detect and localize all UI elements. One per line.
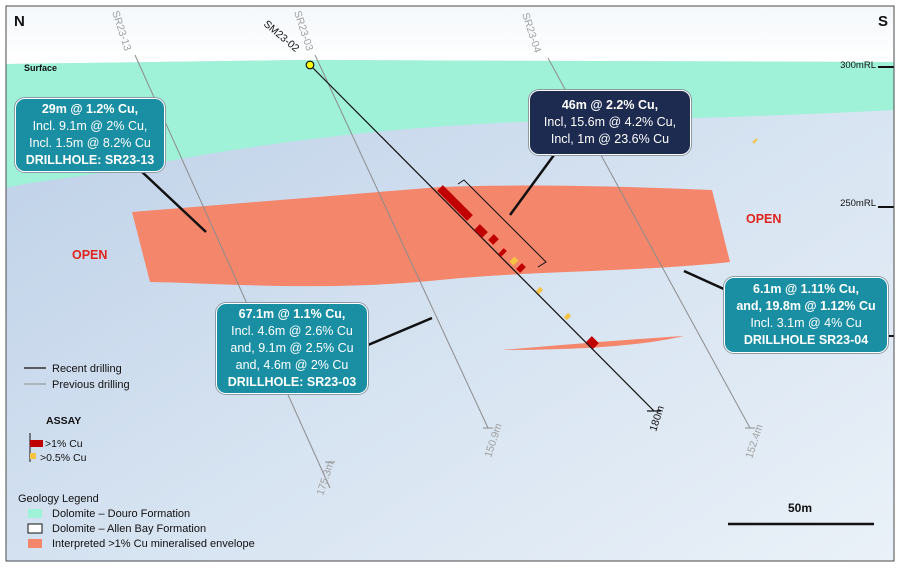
assay-legend-title: ASSAY — [46, 415, 81, 427]
callout-line: DRILLHOLE SR23-04 — [743, 333, 869, 347]
south-label: S — [878, 13, 888, 30]
leader-line — [139, 169, 207, 233]
elevation-label: 250mRL — [840, 198, 876, 209]
callout-line: Incl. 4.6m @ 2.6% Cu — [231, 324, 353, 338]
assay-mid-label: >0.5% Cu — [40, 452, 87, 464]
callout-sr23-13: 29m @ 1.2% Cu, Incl. 9.1m @ 2% Cu, Incl.… — [15, 98, 165, 172]
sky-area — [6, 6, 894, 64]
callout-line: 29m @ 1.2% Cu, — [41, 102, 139, 116]
callout-line: Incl, 15.6m @ 4.2% Cu, — [543, 115, 677, 129]
open-label: OPEN — [72, 248, 107, 262]
allen-bay-swatch — [27, 523, 43, 534]
assay-mid-interval — [535, 286, 544, 295]
callout-line: Incl. 1.5m @ 8.2% Cu — [29, 136, 151, 150]
geology-legend-title: Geology Legend — [18, 493, 99, 505]
elevation-label: 300mRL — [840, 60, 876, 71]
assay-mid-interval — [752, 138, 758, 144]
callout-line: Incl, 1m @ 23.6% Cu — [550, 132, 670, 146]
collar-icon — [305, 60, 315, 70]
leader-line — [367, 316, 433, 347]
intercept-bracket — [457, 179, 547, 268]
callout-line: and, 4.6m @ 2% Cu — [235, 358, 349, 372]
callout-line: Incl. 3.1m @ 4% Cu — [750, 316, 862, 330]
callout-line: and, 9.1m @ 2.5% Cu — [230, 341, 354, 355]
drillhole-sr23-03-trace — [314, 54, 489, 429]
leader-line — [683, 269, 727, 292]
douro-swatch — [28, 509, 42, 518]
mineralised-envelope — [132, 185, 730, 287]
assay-mid-interval — [563, 312, 572, 321]
callout-line: DRILLHOLE: SR23-13 — [25, 153, 155, 167]
drillhole-sm23-02-trace — [309, 64, 655, 412]
assay-high-interval — [586, 336, 599, 349]
assay-high-swatch — [30, 440, 43, 447]
surface-label: Surface — [24, 63, 57, 73]
recent-drilling-label: Recent drilling — [52, 363, 122, 375]
open-label: OPEN — [746, 212, 781, 226]
previous-drilling-label: Previous drilling — [52, 379, 130, 391]
assay-high-interval — [437, 185, 473, 221]
callout-line: Incl. 9.1m @ 2% Cu, — [32, 119, 148, 133]
callout-sr23-03: 67.1m @ 1.1% Cu, Incl. 4.6m @ 2.6% Cu an… — [216, 303, 368, 394]
assay-high-interval — [488, 234, 499, 245]
assay-high-interval — [498, 248, 507, 257]
assay-intervals — [437, 138, 758, 349]
envelope-label: Interpreted >1% Cu mineralised envelope — [52, 538, 255, 550]
drillhole-sr23-13-trace — [134, 54, 331, 489]
assay-high-label: >1% Cu — [45, 438, 83, 450]
envelope-swatch — [28, 539, 42, 548]
allen-bay-label: Dolomite – Allen Bay Formation — [52, 523, 206, 535]
assay-high-interval — [474, 224, 488, 238]
leader-line — [508, 154, 556, 216]
callout-line: DRILLHOLE: SR23-03 — [227, 375, 357, 389]
callout-sr23-04: 6.1m @ 1.11% Cu, and, 19.8m @ 1.12% Cu I… — [724, 277, 888, 353]
frame-border — [5, 5, 895, 562]
callout-line: 46m @ 2.2% Cu, — [561, 98, 659, 112]
callout-line: and, 19.8m @ 1.12% Cu — [736, 299, 876, 313]
callout-line: 67.1m @ 1.1% Cu, — [238, 307, 346, 321]
north-label: N — [14, 13, 25, 30]
assay-mid-interval — [509, 256, 519, 266]
assay-mid-swatch — [30, 453, 36, 459]
assay-high-interval — [516, 263, 526, 273]
douro-label: Dolomite – Douro Formation — [52, 508, 190, 520]
callout-line: 6.1m @ 1.11% Cu, — [753, 282, 859, 296]
scale-bar-label: 50m — [788, 501, 812, 515]
callout-sm23-02: 46m @ 2.2% Cu, Incl, 15.6m @ 4.2% Cu, In… — [529, 90, 691, 155]
